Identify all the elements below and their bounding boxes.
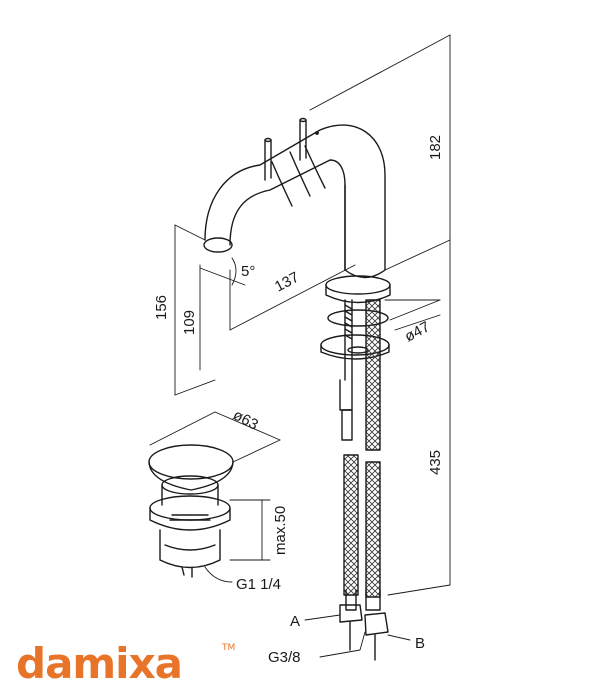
drain-dimension-lines — [149, 411, 281, 583]
connector-nuts — [339, 604, 389, 661]
drain-valve — [148, 444, 234, 578]
damixa-logo: damixa — [16, 639, 182, 688]
dim-109: 109 — [181, 310, 198, 335]
dim-137: 137 — [272, 269, 302, 296]
handle-levers — [264, 117, 319, 181]
dim-156: 156 — [153, 295, 170, 320]
dim-435: 435 — [427, 450, 444, 475]
hose-right — [365, 299, 381, 611]
drain-thread-label: G1 1/4 — [236, 576, 281, 593]
faucet-base — [320, 275, 391, 360]
dim-diameter-47: ø47 — [402, 318, 433, 345]
faucet-spout — [203, 124, 386, 279]
label-b: B — [415, 635, 425, 652]
faucet-dimension-lines — [174, 34, 451, 596]
trademark-mark: TM — [221, 643, 235, 653]
dim-182: 182 — [427, 135, 444, 160]
dim-angle-5: 5° — [241, 263, 255, 280]
label-a: A — [290, 613, 300, 630]
threaded-rod — [344, 299, 353, 381]
connection-leaders — [304, 614, 411, 658]
dim-max-50: max.50 — [272, 506, 289, 555]
hose-left — [339, 379, 359, 611]
label-g38: G3/8 — [268, 649, 301, 666]
